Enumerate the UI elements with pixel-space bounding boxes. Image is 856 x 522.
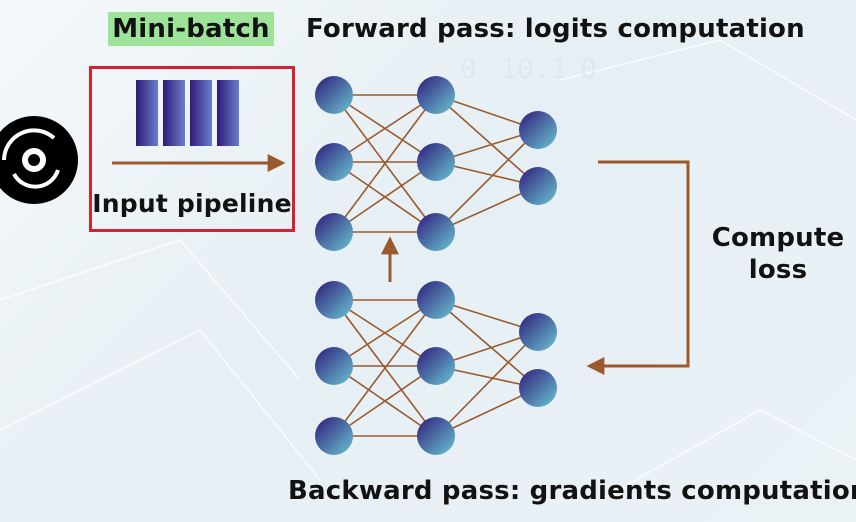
svg-text:0: 0 [580, 52, 597, 85]
forward-node-l2-n0 [519, 111, 557, 149]
forward-node-l0-n2 [315, 213, 353, 251]
svg-text:0: 0 [460, 52, 477, 85]
forward-edge [333, 94, 437, 233]
forward-node-l0-n0 [315, 76, 353, 114]
backward-node-l0-n0 [315, 281, 353, 319]
forward-node-l1-n1 [417, 143, 455, 181]
svg-text:10.1: 10.1 [500, 52, 567, 85]
compute-loss-label: Compute loss [700, 222, 856, 286]
backward-node-l0-n1 [315, 347, 353, 385]
backward-edge [333, 299, 437, 437]
forward-edge [435, 94, 539, 187]
loss-bracket [586, 160, 690, 375]
backward-node-l2-n1 [519, 369, 557, 407]
backward-network-nodes [315, 281, 557, 455]
backward-pass-title: Backward pass: gradients computation [288, 476, 856, 506]
mini-batch-label: Mini-batch [108, 12, 274, 46]
backward-node-l1-n0 [417, 281, 455, 319]
forward-edge [333, 161, 437, 233]
forward-node-l1-n0 [417, 76, 455, 114]
backward-node-l1-n1 [417, 347, 455, 385]
forward-edge [435, 129, 539, 233]
disk-icon [0, 116, 78, 204]
forward-edge [333, 94, 437, 163]
backward-node-l1-n2 [417, 417, 455, 455]
backward-edge [333, 365, 437, 437]
compute-loss-line2: loss [748, 255, 808, 285]
backward-edge [333, 299, 437, 367]
forward-network-nodes [315, 76, 557, 251]
backward-node-l2-n0 [519, 313, 557, 351]
input-pipeline-box [89, 66, 295, 232]
backward-node-l0-n2 [315, 417, 353, 455]
stacked-batches-icon [136, 80, 239, 146]
backward-edge [435, 299, 539, 389]
input-pipeline-label: Input pipeline [92, 189, 292, 218]
compute-loss-line1: Compute [711, 223, 845, 253]
backward-edge [435, 331, 539, 437]
forward-node-l0-n1 [315, 143, 353, 181]
forward-node-l1-n2 [417, 213, 455, 251]
forward-node-l2-n1 [519, 167, 557, 205]
forward-pass-title: Forward pass: logits computation [306, 14, 805, 44]
